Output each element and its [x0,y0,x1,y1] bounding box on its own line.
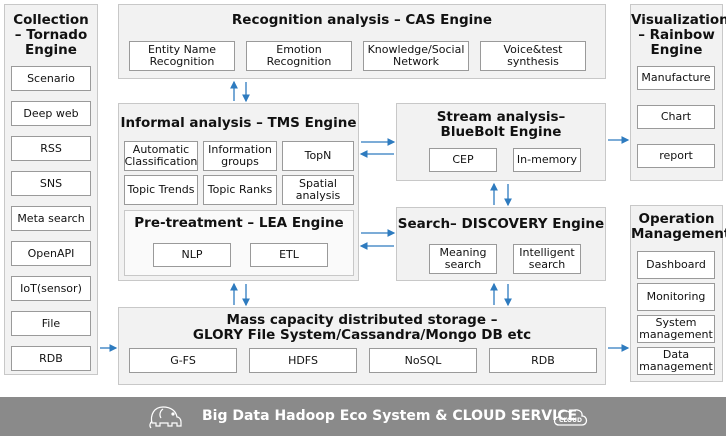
footer-text: Big Data Hadoop Eco System & CLOUD SERVI… [202,408,578,424]
collection-item-file: File [11,311,91,336]
operation-item-system: System management [637,315,715,343]
pretreatment-item-nlp: NLP [153,243,231,267]
visualization-item-report: report [637,144,715,168]
collection-title: Collection – Tornado Engine [13,12,89,58]
operation-item-dashboard: Dashboard [637,251,715,279]
recognition-title: Recognition analysis – CAS Engine [231,12,493,28]
pretreatment-panel: Pre-treatment – LEA Engine NLP ETL [124,210,354,276]
search-title: Search– DISCOVERY Engine [397,216,605,232]
visualization-panel: Visualization – Rainbow Engine Manufactu… [630,4,726,181]
informal-item-classification: Automatic Classification [124,141,198,171]
collection-item-rdb: RDB [11,346,91,371]
informal-item-topn: TopN [282,141,354,171]
recognition-item-entity: Entity Name Recognition [129,41,235,71]
storage-item-gfs: G-FS [129,348,237,373]
pretreatment-title: Pre-treatment – LEA Engine [134,215,344,231]
stream-item-cep: CEP [429,148,497,172]
operation-item-monitoring: Monitoring [637,283,715,311]
search-item-meaning: Meaning search [429,244,497,274]
recognition-item-emotion: Emotion Recognition [246,41,352,71]
pretreatment-item-etl: ETL [250,243,328,267]
storage-panel: Mass capacity distributed storage – GLOR… [118,307,606,385]
visualization-item-chart: Chart [637,105,715,129]
operation-title: Operation Management [631,211,726,242]
stream-item-in-memory: In-memory [513,148,581,172]
elephant-icon [149,406,182,429]
visualization-item-manufacture: Manufacture [637,66,715,90]
search-panel: Search– DISCOVERY Engine Meaning search … [396,207,606,281]
recognition-item-voice: Voice&test synthesis [480,41,586,71]
recognition-item-knowledge: Knowledge/Social Network [363,41,469,71]
storage-title: Mass capacity distributed storage – GLOR… [192,312,532,343]
stream-panel: Stream analysis– BlueBolt Engine CEP In-… [396,103,606,181]
collection-item-scenario: Scenario [11,66,91,91]
cloud-label: CLOUD [559,417,582,424]
informal-item-spatial: Spatial analysis [282,175,354,205]
collection-panel: Collection – Tornado Engine Scenario Dee… [4,4,98,375]
recognition-panel: Recognition analysis – CAS Engine Entity… [118,4,606,79]
stream-title: Stream analysis– BlueBolt Engine [436,109,566,140]
storage-item-nosql: NoSQL [369,348,477,373]
informal-item-information-groups: Information groups [203,141,277,171]
informal-item-topic-trends: Topic Trends [124,175,198,205]
storage-item-hdfs: HDFS [249,348,357,373]
search-item-intelligent: Intelligent search [513,244,581,274]
informal-panel: Informal analysis – TMS Engine Automatic… [118,103,359,281]
collection-item-iot: IoT(sensor) [11,276,91,301]
operation-item-data: Data management [637,347,715,375]
informal-title: Informal analysis – TMS Engine [120,115,357,131]
collection-item-deep-web: Deep web [11,101,91,126]
cloud-icon: CLOUD [553,409,588,426]
visualization-title: Visualization – Rainbow Engine [631,12,726,58]
collection-item-openapi: OpenAPI [11,241,91,266]
collection-item-meta-search: Meta search [11,206,91,231]
storage-item-rdb: RDB [489,348,597,373]
footer-bar: Big Data Hadoop Eco System & CLOUD SERVI… [0,397,726,436]
collection-item-sns: SNS [11,171,91,196]
informal-item-topic-ranks: Topic Ranks [203,175,277,205]
operation-panel: Operation Management Dashboard Monitorin… [630,205,726,382]
collection-item-rss: RSS [11,136,91,161]
